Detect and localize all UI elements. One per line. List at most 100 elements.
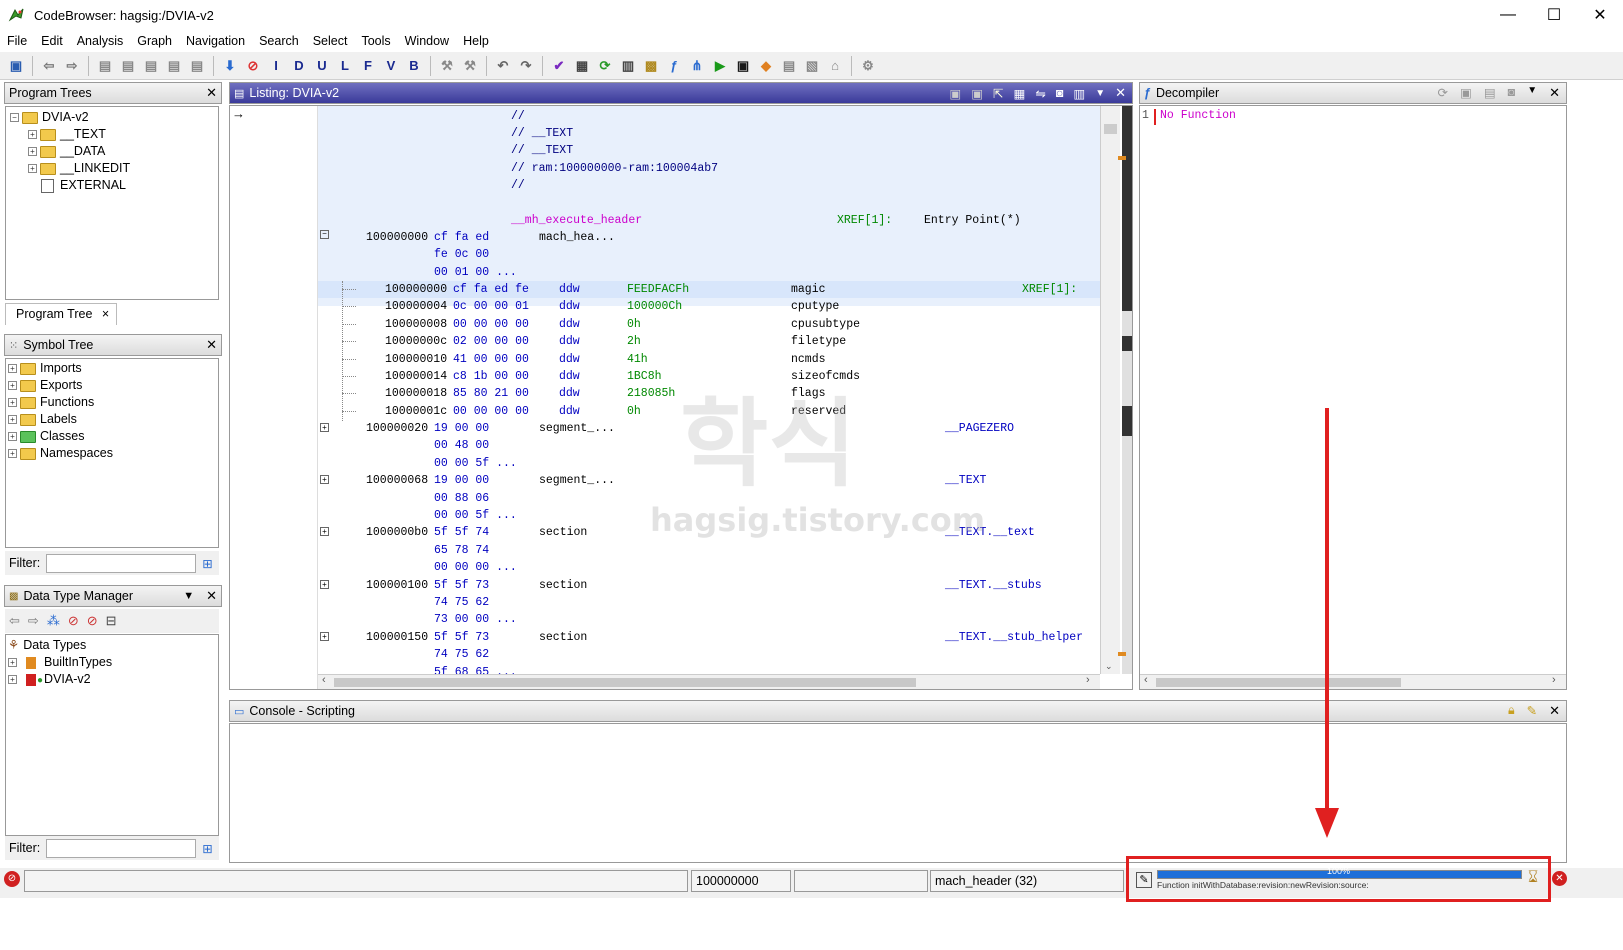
stop-icon[interactable]: ⊘ bbox=[4, 871, 20, 887]
tool-icon[interactable]: ⚒ bbox=[441, 57, 453, 73]
tree-item[interactable]: EXTERNAL bbox=[6, 177, 218, 194]
expand-icon[interactable]: + bbox=[28, 147, 37, 157]
refresh-icon[interactable]: ⟳ bbox=[599, 57, 611, 73]
segment-kind[interactable]: segment_... bbox=[539, 474, 615, 488]
field-type[interactable]: ddw bbox=[559, 335, 580, 349]
console-output[interactable] bbox=[229, 723, 1567, 863]
field-address[interactable]: 100000000 bbox=[385, 283, 448, 296]
panel-close-icon[interactable]: ✕ bbox=[206, 588, 217, 603]
lock-icon[interactable]: 🔒︎ bbox=[1507, 703, 1515, 717]
field-name[interactable]: sizeofcmds bbox=[791, 370, 861, 383]
close-button[interactable]: ✕ bbox=[1593, 7, 1607, 24]
export-icon[interactable]: ▧ bbox=[805, 57, 819, 73]
field-address[interactable]: 10000000c bbox=[385, 335, 448, 349]
segment-address[interactable]: 100000068 bbox=[366, 474, 429, 488]
overview-bar[interactable] bbox=[1118, 106, 1132, 674]
xref-label[interactable]: XREF[1]: bbox=[837, 214, 893, 227]
expand-icon[interactable]: + bbox=[8, 398, 17, 408]
export-icon[interactable]: ▤ bbox=[1483, 86, 1496, 100]
back-arrow-icon[interactable]: ⇦ bbox=[9, 613, 20, 628]
filter-options-icon[interactable]: ⊞ bbox=[202, 556, 213, 571]
segment-name[interactable]: __PAGEZERO bbox=[945, 422, 1015, 435]
menu-file[interactable]: File bbox=[7, 34, 28, 48]
listing-vscrollbar[interactable]: ⌄ bbox=[1100, 106, 1120, 674]
field-address[interactable]: 100000014 bbox=[385, 370, 448, 383]
field-name[interactable]: filetype bbox=[791, 335, 847, 349]
tree-item[interactable]: +__LINKEDIT bbox=[6, 160, 218, 177]
next-page-icon[interactable]: ▤ bbox=[121, 57, 135, 73]
dropdown-icon[interactable]: ▼ bbox=[1095, 87, 1106, 99]
expand-icon[interactable]: + bbox=[28, 130, 37, 140]
expand-icon[interactable]: + bbox=[28, 164, 37, 174]
checkmark-icon[interactable]: ✔ bbox=[553, 57, 565, 73]
expand-icon[interactable]: + bbox=[8, 675, 17, 685]
tab-program-tree[interactable]: Program Tree × bbox=[5, 303, 117, 325]
menu-graph[interactable]: Graph bbox=[137, 34, 172, 48]
listing-content[interactable]: // // __TEXT // __TEXT // ram:100000000-… bbox=[318, 106, 1100, 674]
tree-root[interactable]: −DVIA-v2 bbox=[6, 109, 218, 126]
dropdown-icon[interactable]: ▼ bbox=[1527, 85, 1538, 96]
panel-close-icon[interactable]: ✕ bbox=[206, 337, 217, 352]
memory-map-icon[interactable]: ▦ bbox=[575, 57, 589, 73]
field-value[interactable]: 218085h bbox=[627, 387, 676, 401]
segment-kind[interactable]: section bbox=[539, 630, 588, 644]
nav-undefined-icon[interactable]: U bbox=[317, 58, 327, 73]
expand-icon[interactable]: + bbox=[8, 432, 17, 442]
scroll-thumb[interactable] bbox=[1156, 678, 1401, 687]
copy-icon[interactable]: ▣ bbox=[1460, 86, 1472, 100]
field-address[interactable]: 10000001c bbox=[385, 404, 448, 418]
options-icon[interactable]: ▥ bbox=[1073, 86, 1086, 101]
nav-label-icon[interactable]: L bbox=[341, 58, 349, 73]
nav-bookmark-icon[interactable]: B bbox=[409, 58, 419, 73]
field-address[interactable]: 100000010 bbox=[385, 352, 448, 366]
nav-value-icon[interactable]: V bbox=[386, 58, 396, 73]
snapshot-icon[interactable]: ◙ bbox=[1055, 86, 1064, 100]
clear-icon[interactable]: ✎ bbox=[1526, 704, 1538, 718]
symbol-item-functions[interactable]: +Functions bbox=[6, 394, 218, 411]
mnemonic[interactable]: mach_hea... bbox=[539, 231, 615, 244]
field-value[interactable]: FEEDFACFh bbox=[627, 283, 690, 296]
expand-icon[interactable]: + bbox=[320, 631, 329, 641]
segment-name[interactable]: __TEXT.__stub_helper bbox=[945, 630, 1084, 644]
bytes-icon[interactable]: ▥ bbox=[621, 57, 635, 73]
maximize-button[interactable]: ☐ bbox=[1546, 7, 1562, 24]
field-address[interactable]: 100000018 bbox=[385, 387, 448, 401]
expand-icon[interactable]: + bbox=[320, 579, 329, 589]
expand-icon[interactable]: + bbox=[8, 415, 17, 425]
next-page-icon[interactable]: ▤ bbox=[98, 57, 112, 73]
down-arrow-icon[interactable]: ⬇ bbox=[224, 57, 236, 73]
field-name[interactable]: cputype bbox=[791, 300, 840, 314]
minimize-button[interactable]: — bbox=[1500, 6, 1516, 23]
field-value[interactable]: 2h bbox=[627, 335, 641, 349]
collapse-icon[interactable]: − bbox=[10, 113, 19, 123]
expand-icon[interactable]: + bbox=[320, 475, 329, 485]
field-type[interactable]: ddw bbox=[559, 317, 580, 331]
chevron-down-icon[interactable]: ⌄ bbox=[1105, 661, 1113, 671]
field-type[interactable]: ddw bbox=[559, 404, 580, 418]
menu-analysis[interactable]: Analysis bbox=[76, 34, 124, 48]
scroll-thumb[interactable] bbox=[334, 678, 916, 687]
expand-icon[interactable]: + bbox=[8, 658, 17, 668]
field-address[interactable]: 100000004 bbox=[385, 300, 448, 314]
segment-name[interactable]: __TEXT.__text bbox=[945, 526, 1035, 540]
segment-address[interactable]: 1000000b0 bbox=[366, 526, 429, 540]
field-value[interactable]: 100000Ch bbox=[627, 300, 683, 314]
collapse-icon[interactable]: − bbox=[320, 230, 329, 239]
next-page-icon[interactable]: ▤ bbox=[190, 57, 204, 73]
field-type[interactable]: ddw bbox=[559, 283, 580, 296]
back-arrow-icon[interactable]: ⇦ bbox=[43, 57, 55, 73]
chevron-right-icon[interactable]: › bbox=[1086, 674, 1090, 686]
tree-item[interactable]: +__TEXT bbox=[6, 126, 218, 143]
listing-hscrollbar[interactable]: ‹ › bbox=[318, 674, 1100, 689]
field-name[interactable]: cpusubtype bbox=[791, 317, 861, 331]
nav-function-icon[interactable]: F bbox=[364, 58, 372, 73]
field-value[interactable]: 41h bbox=[627, 352, 648, 366]
symbol-item-namespaces[interactable]: +Namespaces bbox=[6, 445, 218, 462]
menu-window[interactable]: Window bbox=[404, 34, 450, 48]
decompiler-hscrollbar[interactable]: ‹ › bbox=[1140, 674, 1566, 689]
segment-name[interactable]: __TEXT.__stubs bbox=[945, 578, 1042, 592]
scroll-thumb[interactable] bbox=[1104, 124, 1117, 134]
terminal-icon[interactable]: ▣ bbox=[736, 57, 750, 73]
tree-item[interactable]: +__DATA bbox=[6, 143, 218, 160]
field-type[interactable]: ddw bbox=[559, 370, 580, 383]
